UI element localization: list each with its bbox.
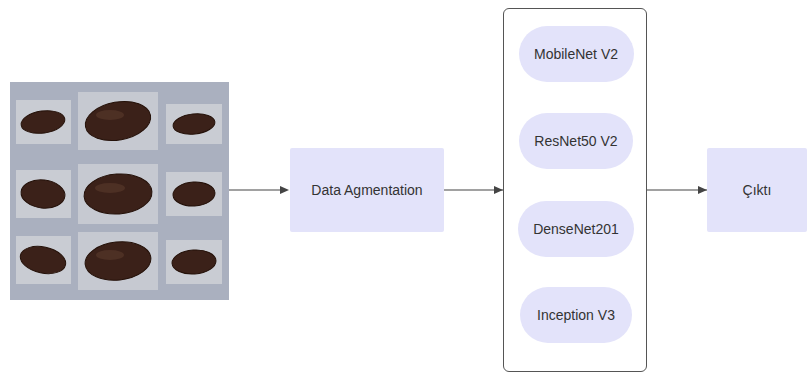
model-pill: ResNet50 V2: [519, 113, 633, 169]
node-label: MobileNet V2: [534, 46, 618, 63]
flow-arrow: [647, 189, 707, 190]
model-pill: DenseNet201: [518, 201, 634, 257]
date-fruits: [18, 97, 217, 284]
node-label: Çıktı: [743, 182, 772, 199]
flow-arrow: [444, 189, 503, 190]
node-label: Data Agmentation: [311, 182, 422, 199]
model-pill: Inception V3: [520, 287, 632, 343]
photo-panel: [10, 82, 229, 300]
process-box: Data Agmentation: [290, 148, 444, 232]
output-box: Çıktı: [707, 148, 807, 232]
model-pill: MobileNet V2: [519, 26, 634, 82]
node-label: ResNet50 V2: [534, 133, 617, 150]
model-group: MobileNet V2 ResNet50 V2 DenseNet201Incept…: [503, 8, 647, 372]
arrow-head: [280, 186, 289, 194]
image-arrow: [229, 189, 282, 190]
node-label: Inception V3: [537, 307, 615, 324]
date-tiles: [16, 92, 222, 290]
node-label: DenseNet201: [533, 221, 619, 238]
